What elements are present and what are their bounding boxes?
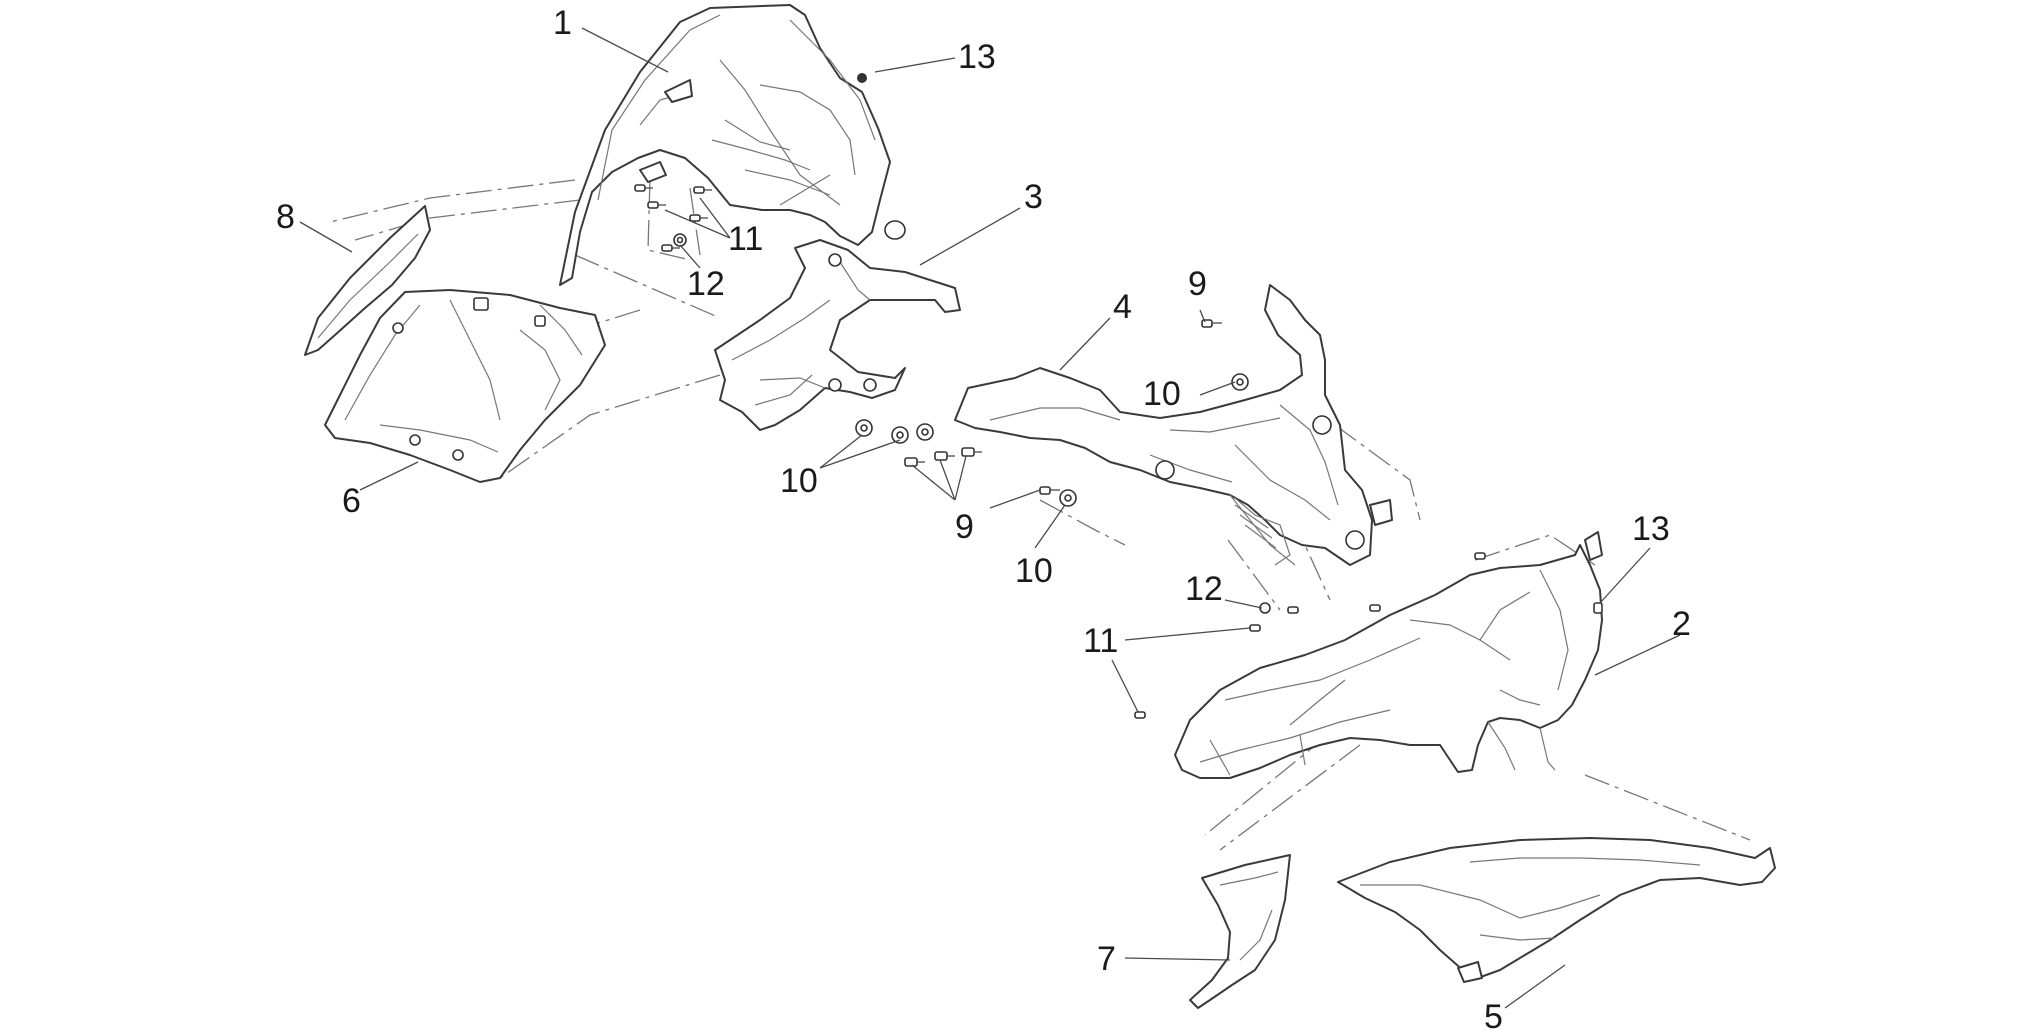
callout-6: 6 [342,482,361,520]
screw-9-a [904,457,925,467]
screw-11-right-a [1249,624,1261,632]
screw-9-b [934,451,955,461]
nut-10-c [916,423,934,441]
part-1-front-fairing [559,4,906,286]
screw-11-right-e [1134,711,1146,719]
part-7-lower-cover [1189,854,1291,1009]
part-4-central-frame [954,284,1393,566]
screw-11-top-c [647,201,666,209]
screw-11-right-d [1474,552,1486,560]
screw-13-right [1593,602,1603,614]
callout-5: 5 [1484,998,1503,1035]
callout-1: 1 [553,4,572,42]
callout-11-top: 11 [728,220,763,258]
nut-10-b [891,426,909,444]
screw-11-right-b [1287,606,1299,614]
callout-2: 2 [1672,605,1691,643]
callout-10-left: 10 [780,462,818,500]
screw-11-top-d [634,184,653,192]
assembly-guide-lines [329,177,1751,851]
nut-10-top [1231,373,1249,391]
callout-4: 4 [1113,288,1132,326]
part-5-lower-panel [1337,837,1776,983]
callout-12-top: 12 [687,265,725,303]
screw-11-right-c [1369,604,1381,612]
callout-11-right: 11 [1083,622,1118,660]
callout-8: 8 [276,198,295,236]
part-6-side-shield [324,289,606,483]
callout-12-right: 12 [1185,570,1223,608]
screw-11-top-a [693,186,712,194]
callout-9-top: 9 [1188,265,1207,303]
leader-lines [299,27,1681,1009]
nut-10-mid [1059,489,1077,507]
callout-10-top: 10 [1143,375,1181,413]
screw-11-top-e [661,244,680,252]
callout-13-top: 13 [958,38,996,76]
part-8-side-panel [304,205,431,356]
callout-10-mid: 10 [1015,552,1053,590]
screw-11-top-b [689,214,708,222]
callout-3: 3 [1024,178,1043,216]
callout-13-right: 13 [1632,510,1670,548]
callout-7: 7 [1097,940,1116,978]
screw-9-c [961,447,982,457]
fasteners [634,73,1603,719]
nut-10-a [855,419,873,437]
callout-labels: 1 13 8 11 3 12 9 4 10 6 10 9 10 13 12 2 … [276,4,1691,1035]
screw-9-mid [1039,486,1060,495]
part-3-central-bracket [714,239,961,431]
nut-13-top [857,73,867,83]
nut-12-top [673,233,687,247]
callout-9-left: 9 [955,508,974,546]
part-2-lower-fairing [1174,531,1603,779]
